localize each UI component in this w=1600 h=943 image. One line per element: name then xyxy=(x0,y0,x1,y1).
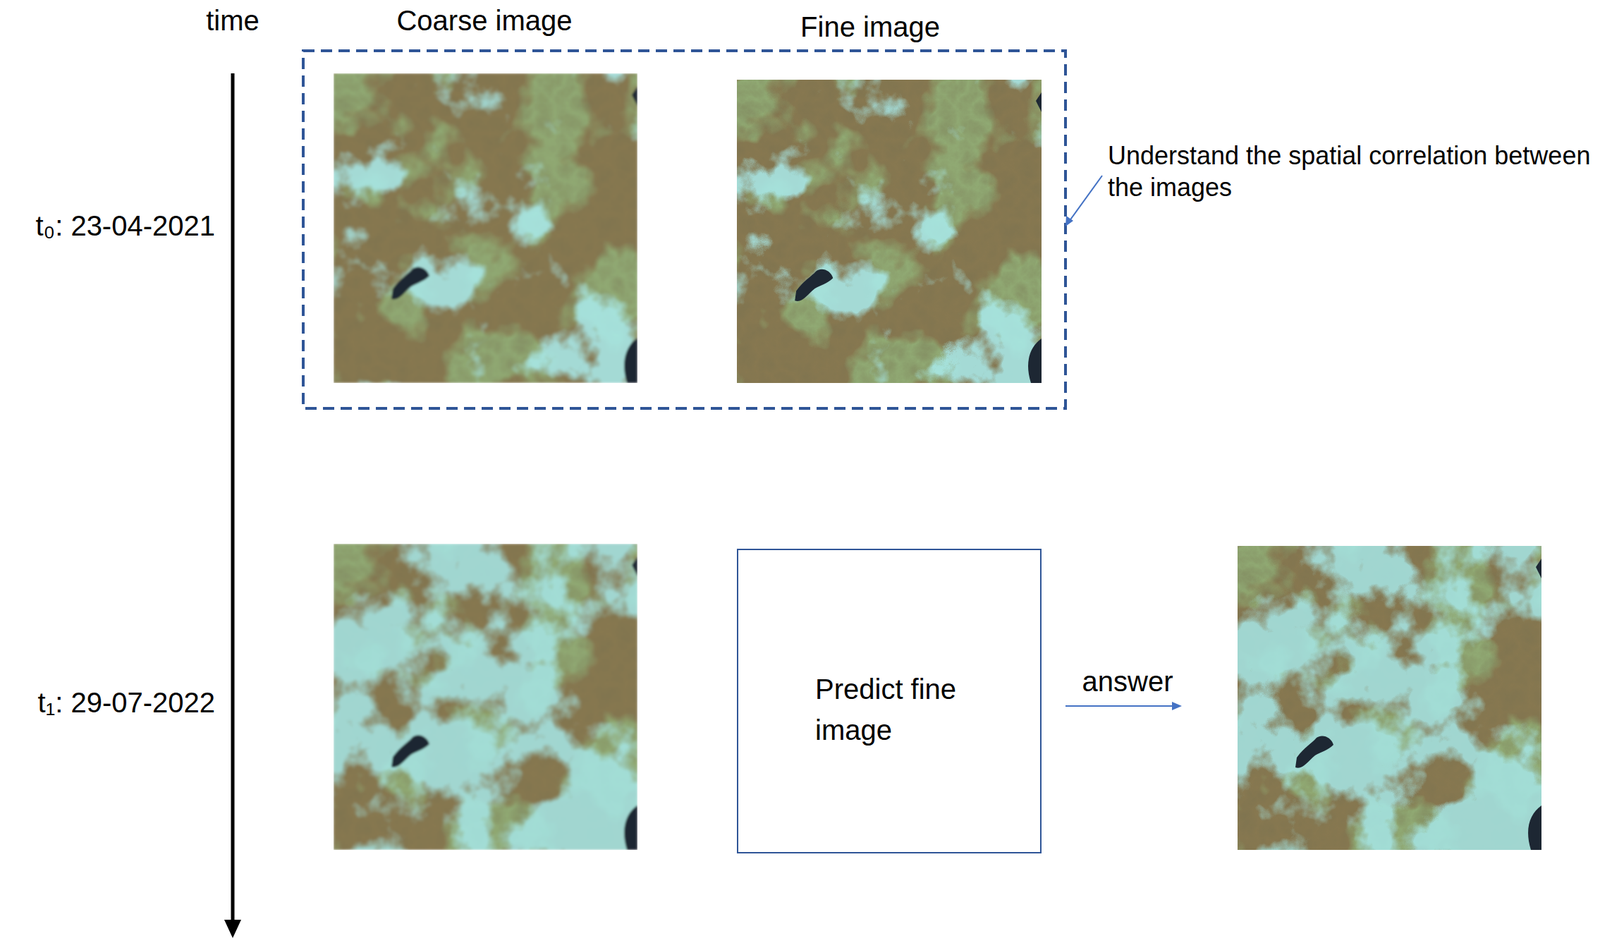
terrain-base xyxy=(1237,545,1542,850)
ridges xyxy=(333,543,638,850)
terrain-base xyxy=(736,79,1042,383)
time-axis xyxy=(231,73,235,923)
ridges xyxy=(333,73,638,383)
water-body xyxy=(391,556,638,850)
water-body xyxy=(1295,558,1542,850)
time-label: t₀: 23-04-2021 xyxy=(35,208,216,244)
image-content xyxy=(333,73,638,383)
vegetation xyxy=(736,79,1042,383)
time-label: t₁: 29-07-2022 xyxy=(38,684,216,720)
water-body xyxy=(794,92,1042,383)
vegetation xyxy=(333,73,638,383)
terrain-base xyxy=(333,543,638,850)
vegetation xyxy=(1237,545,1542,850)
time-axis-head xyxy=(224,919,242,938)
water-body xyxy=(391,86,638,383)
answer-arrow xyxy=(1065,705,1174,707)
bright-surface xyxy=(736,79,1042,383)
column-heading: Coarse image xyxy=(396,2,572,39)
satellite-image xyxy=(1237,545,1542,850)
dashed-frame xyxy=(303,50,1066,409)
column-heading: time xyxy=(205,2,260,39)
terrain-base xyxy=(333,73,638,383)
satellite-image xyxy=(333,73,638,383)
image-content xyxy=(333,543,638,850)
process-box: Predict fine image xyxy=(736,548,1042,854)
callout-note: Understand the spatial correlation betwe… xyxy=(1107,139,1595,204)
image-content xyxy=(736,79,1042,383)
bright-surface xyxy=(333,543,638,850)
satellite-image xyxy=(736,79,1042,383)
image-content xyxy=(1237,545,1542,850)
arrow-label: answer xyxy=(1082,663,1174,699)
box-text: Predict fine image xyxy=(815,668,1006,751)
satellite-image xyxy=(333,543,638,850)
column-heading: Fine image xyxy=(800,9,940,45)
leader-head xyxy=(1065,215,1074,227)
ridges xyxy=(1237,545,1542,850)
answer-arrow-head xyxy=(1171,701,1182,711)
ridges xyxy=(736,79,1042,383)
vegetation xyxy=(333,543,638,850)
leader-line xyxy=(1069,175,1103,222)
bright-surface xyxy=(1237,545,1542,850)
bright-surface xyxy=(333,73,638,383)
